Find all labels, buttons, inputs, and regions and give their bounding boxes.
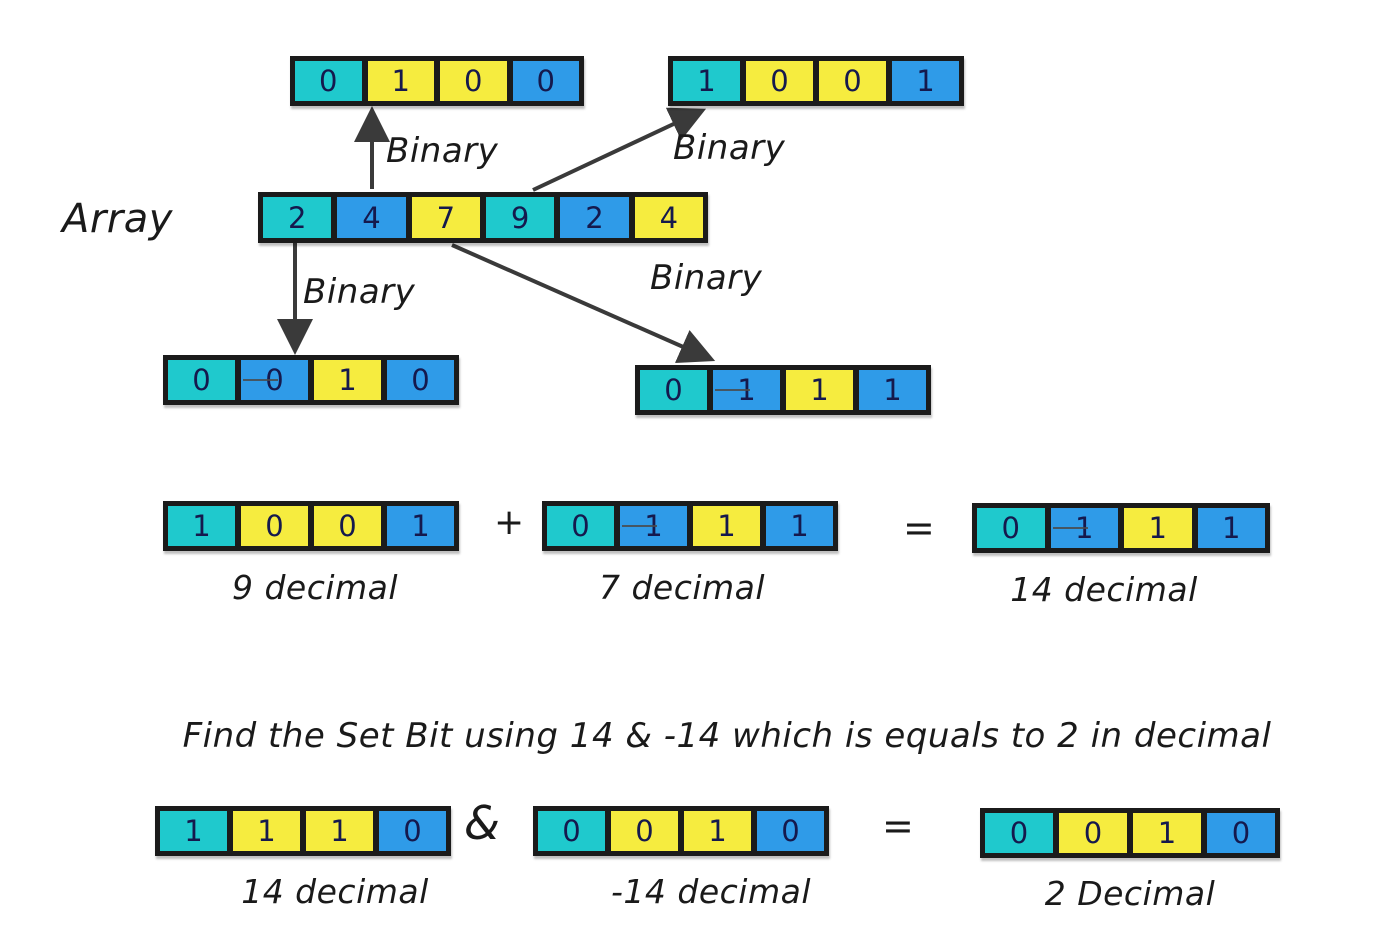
bit-cell: 2 <box>560 197 629 238</box>
bit-cell: 1 <box>367 61 434 101</box>
bit-cell: 1 <box>693 506 760 546</box>
bit-cell: 1 <box>859 370 926 410</box>
binary-label-bottom-right: Binary <box>650 258 763 298</box>
bit-cell: 0 <box>241 360 308 400</box>
bit-cell: 1 <box>892 61 959 101</box>
bit-cell: 1 <box>233 811 300 851</box>
bit-cell: 1 <box>168 506 235 546</box>
bit-cell: 0 <box>512 61 579 101</box>
bit-cell: 0 <box>746 61 813 101</box>
connector-line <box>1052 527 1088 529</box>
bit-cell: 0 <box>314 506 381 546</box>
array-label: Array <box>62 196 173 242</box>
binary-label-top-left: Binary <box>386 131 499 171</box>
bit-cell: 0 <box>1207 813 1275 853</box>
bit-cell: 7 <box>411 197 480 238</box>
connector-line <box>715 389 750 391</box>
bit-cell: 0 <box>295 61 362 101</box>
bit-cell: 1 <box>713 370 780 410</box>
sum-operand1-label: 9 decimal <box>231 568 399 607</box>
and-operand1-label: 14 decimal <box>241 872 429 911</box>
bit-cell: 1 <box>786 370 853 410</box>
and-result-label: 2 Decimal <box>1044 874 1216 913</box>
bit-cell: 1 <box>1133 813 1201 853</box>
bit-cell: 0 <box>168 360 235 400</box>
plus-sign: + <box>494 502 525 543</box>
bit-cell: 1 <box>684 811 751 851</box>
bit-cell: 2 <box>263 197 332 238</box>
bit-cell: 0 <box>985 813 1053 853</box>
equals-sign-sum: = <box>903 506 935 550</box>
bit-cell: 1 <box>314 360 381 400</box>
bit-cell: 0 <box>538 811 605 851</box>
bit-cell: 4 <box>634 197 703 238</box>
sum-operand2-label: 7 decimal <box>598 568 766 607</box>
connector-line <box>622 525 657 527</box>
bit-cell: 1 <box>1197 508 1265 548</box>
bit-cell: 0 <box>640 370 707 410</box>
ampersand-sign: & <box>464 796 500 850</box>
connector-line <box>243 379 278 381</box>
binary-label-bottom-left: Binary <box>303 272 416 312</box>
bit-cell: 0 <box>440 61 507 101</box>
bit-cell: 1 <box>620 506 687 546</box>
bit-cell: 0 <box>1059 813 1127 853</box>
bit-cell: 1 <box>306 811 373 851</box>
bit-cell: 0 <box>547 506 614 546</box>
and-operand2-label: -14 decimal <box>611 872 811 911</box>
bit-cell: 4 <box>337 197 406 238</box>
bit-cell: 0 <box>611 811 678 851</box>
bit-cell: 0 <box>387 360 454 400</box>
bit-cell: 0 <box>241 506 308 546</box>
bit-cell: 1 <box>160 811 227 851</box>
bit-cell: 1 <box>387 506 454 546</box>
bit-cell: 0 <box>977 508 1045 548</box>
binary-label-top-right: Binary <box>673 128 786 168</box>
bit-cell: 1 <box>1124 508 1192 548</box>
bit-cell: 1 <box>1050 508 1118 548</box>
bit-cell: 1 <box>673 61 740 101</box>
bit-cell: 0 <box>757 811 824 851</box>
bit-cell: 0 <box>379 811 446 851</box>
bit-cell: 0 <box>819 61 886 101</box>
equals-sign-and: = <box>882 804 914 848</box>
bit-cell: 9 <box>485 197 555 238</box>
bit-cell: 1 <box>766 506 833 546</box>
sum-result-label: 14 decimal <box>1010 570 1198 609</box>
caption-text: Find the Set Bit using 14 & -14 which is… <box>182 716 1272 756</box>
